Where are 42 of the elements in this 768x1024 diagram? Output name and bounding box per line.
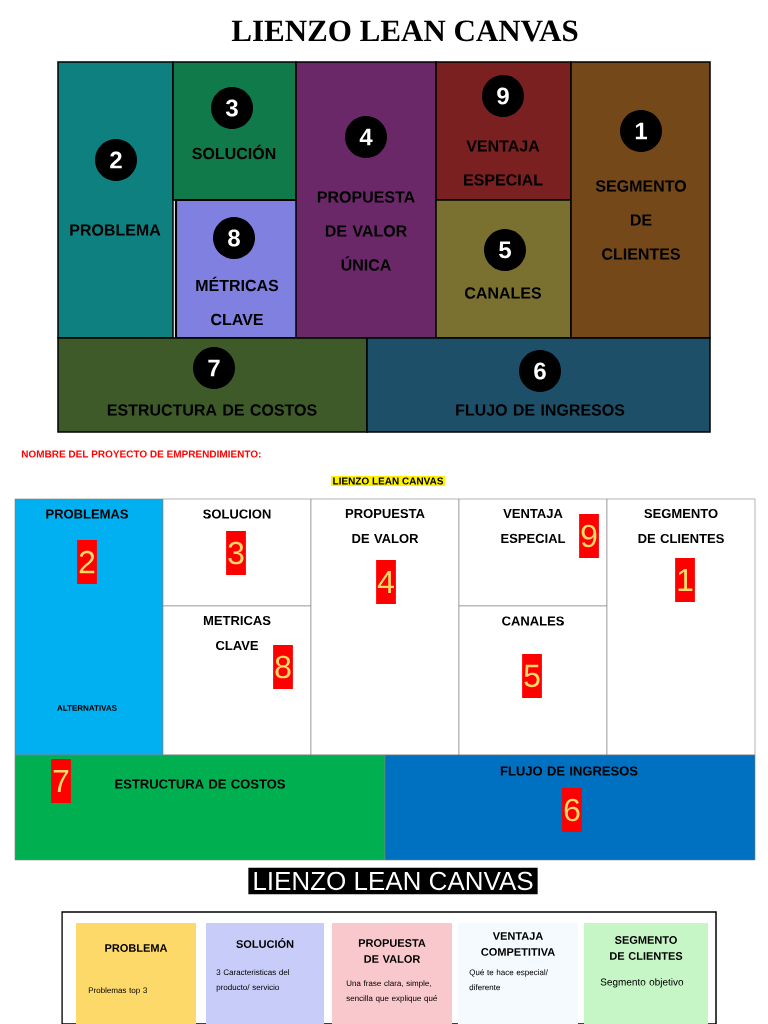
box-heading: VENTAJA ESPECIAL	[464, 140, 543, 186]
number-badge: 5	[522, 654, 542, 698]
card-text: Qué te hace especial/ diferente	[469, 969, 548, 991]
box-heading: PROPUESTA DE VALOR	[345, 508, 425, 544]
card-heading: VENTAJA COMPETITIVA	[481, 932, 555, 956]
box-heading: PROPUESTA DE VALOR ÚNICA	[317, 191, 415, 271]
number-badge: 9	[579, 514, 599, 558]
section-heading: LIENZO LEAN CANVAS	[248, 867, 538, 895]
box-heading: ESTRUCTURA DE COSTOS	[115, 779, 285, 789]
box-note: ALTERNATIVAS	[57, 705, 117, 711]
card-heading: PROPUESTA DE VALOR	[358, 939, 426, 963]
box-heading: SOLUCION	[203, 509, 271, 519]
number-badge: 7	[51, 759, 71, 803]
number-badge: 2	[77, 540, 97, 584]
card-text: 3 Caracteristicas del producto/ servicio	[216, 969, 289, 992]
number-badge: 6	[562, 788, 582, 832]
number-badge: 4	[376, 560, 396, 604]
title: LIENZO LEAN CANVAS	[231, 20, 578, 42]
card-text: Una frase clara, simple, sencilla que explique qué	[346, 980, 437, 1003]
box-heading: METRICAS CLAVE	[203, 615, 271, 651]
box-heading: FLUJO DE INGRESOS	[500, 766, 638, 776]
highlighted-heading: LIENZO LEAN CANVAS	[331, 475, 445, 487]
box-heading: VENTAJA ESPECIAL	[501, 508, 566, 544]
box-heading: CANALES	[502, 616, 564, 626]
card-heading: SOLUCIÓN	[236, 938, 294, 948]
number-badge: 3	[226, 531, 246, 575]
box-heading: ESTRUCTURA DE COSTOS	[107, 404, 317, 416]
number-badge: 1	[675, 558, 695, 602]
box-heading: SOLUCIÓN	[192, 144, 276, 160]
box-heading: SEGMENTO DE CLIENTES	[595, 180, 686, 260]
box-heading: PROBLEMAS	[46, 509, 129, 519]
number-badge: 8	[273, 645, 293, 689]
project-name-label: NOMBRE DEL PROYECTO DE EMPRENDIMIENTO:	[21, 450, 261, 458]
box-heading: SEGMENTO DE CLIENTES	[638, 508, 724, 544]
card-heading: SEGMENTO DE CLIENTES	[610, 936, 683, 960]
card-text: Problemas top 3	[88, 987, 147, 995]
box-heading: FLUJO DE INGRESOS	[456, 404, 625, 416]
card-text: Segmento objetivo	[600, 978, 684, 988]
box-heading: MÉTRICAS CLAVE	[196, 276, 279, 326]
card-heading: PROBLEMA	[105, 944, 168, 952]
box-heading: CANALES	[465, 287, 542, 299]
box-heading: PROBLEMA	[70, 224, 161, 236]
